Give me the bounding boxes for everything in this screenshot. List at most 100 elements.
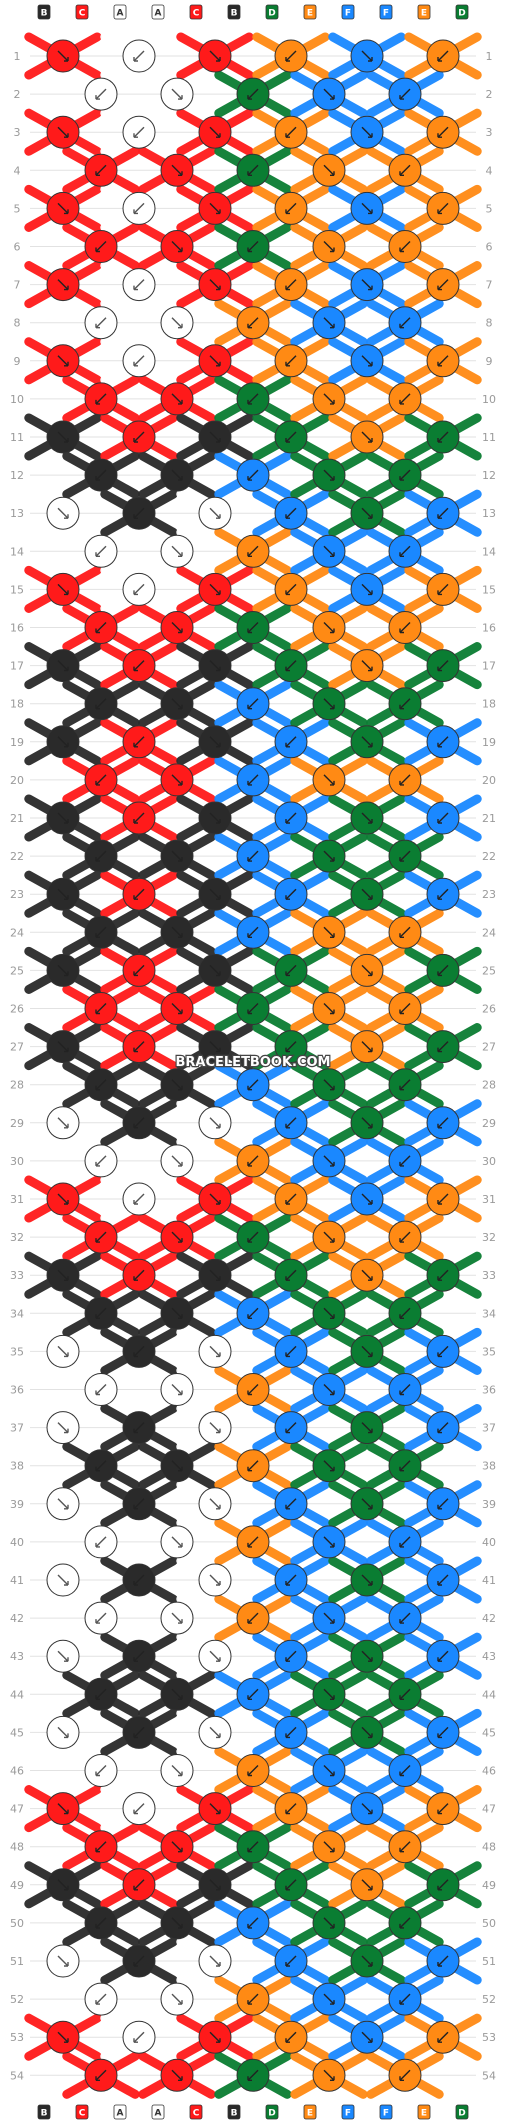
row-number-left: 32 [10,1231,24,1244]
knot-arrowhead [64,1276,69,1281]
knot-arrow [437,126,449,138]
knot-arrowhead [399,780,404,786]
knot-arrow [171,2069,183,2081]
knot-arrowhead [95,1009,100,1015]
row-number-right: 28 [482,1079,496,1092]
knot-arrowhead [133,1657,138,1662]
knot-arrow [133,126,145,138]
knot-arrowhead [133,1885,138,1891]
knot-arrowhead [95,704,100,710]
knot-arrowhead [368,1352,373,1358]
knot-arrowhead [95,1161,100,1167]
knot-arrowhead [330,628,335,634]
row-number-right: 2 [486,88,493,101]
knot-arrow [209,50,221,62]
row-number-left: 53 [10,2031,24,2044]
knot-arrowhead [247,1009,252,1015]
knot-arrowhead [95,780,100,786]
knot-arrowhead [216,666,221,672]
row-number-left: 11 [10,431,24,444]
knot-arrowhead [247,476,252,481]
row-number-left: 13 [10,507,24,520]
knot-arrowhead [216,1885,221,1891]
knot-arrow [57,1574,69,1586]
knot-arrow [209,888,221,900]
knot-arrowhead [368,1962,373,1967]
knot-arrow [247,469,259,481]
knot-arrow [171,469,183,481]
row-number-left: 54 [10,2069,24,2082]
knot-arrow [209,1345,221,1357]
knot-arrow [133,50,145,62]
knot-arrow [361,355,373,367]
knot-arrow [171,926,183,938]
row-number-right: 50 [482,1917,496,1930]
knot-arrowhead [285,2038,290,2043]
row-number-left: 20 [10,774,24,787]
knot-arrow [209,660,221,672]
knot-arrow [171,1231,183,1243]
knot-arrowhead [368,971,373,977]
knot-arrow [57,736,69,748]
knot-arrowhead [133,133,138,138]
knot-arrowhead [437,514,442,519]
row-number-right: 23 [482,888,496,901]
row-number-right: 6 [486,241,493,254]
top-string-label: E [307,9,313,19]
row-number-right: 49 [482,1879,496,1892]
knot-arrow [361,1422,373,1434]
knot-arrow [285,583,297,595]
knot-arrow [171,241,183,252]
knot-arrow [437,1879,449,1891]
knot-arrowhead [64,2038,69,2043]
knot-arrowhead [368,514,373,519]
knot-arrow [323,622,335,633]
knot-arrowhead [133,1809,138,1815]
knot-arrow [133,812,145,824]
knot-arrowhead [216,819,221,824]
top-string-label: A [155,9,162,19]
knot-arrowhead [368,590,373,596]
knot-arrowhead [216,1200,221,1205]
row-number-left: 3 [14,126,21,139]
knot-arrowhead [330,1542,335,1548]
knot-arrowhead [399,171,404,176]
row-number-left: 27 [10,1041,24,1054]
knot-arrow [399,1307,411,1319]
knot-arrowhead [247,1314,252,1319]
knot-arrowhead [64,514,69,519]
knot-arrowhead [437,361,442,367]
knot-arrow [285,736,297,748]
row-number-left: 2 [14,88,21,101]
top-string-label: B [41,9,48,19]
row-number-right: 3 [486,126,493,139]
row-number-left: 7 [14,279,21,292]
knot-arrowhead [247,1466,252,1472]
knot-arrowhead [437,1885,442,1891]
knot-arrowhead [285,1047,290,1053]
knot-arrow [171,1688,183,1700]
knot-arrow [285,1955,297,1967]
knot-arrow [133,888,145,900]
knot-arrowhead [399,1619,404,1624]
knot-arrowhead [216,1657,221,1662]
knot-arrowhead [178,1847,183,1853]
knot-arrowhead [64,1428,69,1434]
knot-arrowhead [330,933,335,938]
row-number-left: 29 [10,1117,24,1130]
knot-arrowhead [285,133,290,138]
knot-arrowhead [330,1619,335,1624]
top-string-swatch [227,4,241,20]
knot-arrowhead [285,1352,290,1358]
knot-arrowhead [178,780,183,786]
knot-arrow [247,1993,259,2005]
row-number-right: 24 [482,926,496,939]
knot-arrow [209,507,221,519]
knot-arrowhead [64,438,69,443]
knot-arrowhead [178,399,183,405]
knot-arrowhead [95,933,100,938]
knot-arrow [209,1726,221,1738]
knot-arrowhead [399,628,404,634]
knot-arrowhead [330,1390,335,1396]
knot-arrow [209,1879,221,1891]
